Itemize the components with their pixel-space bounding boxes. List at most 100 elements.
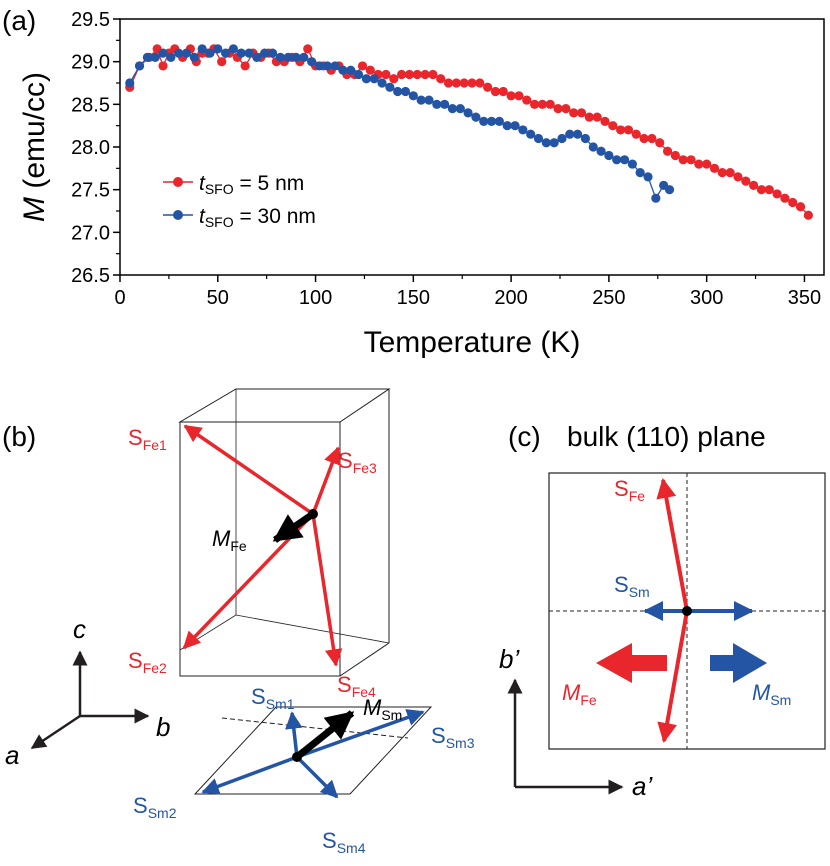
data-point-series-1: [573, 129, 583, 139]
data-point-series-1: [385, 82, 395, 92]
data-point-series-0: [694, 159, 704, 169]
legend-entry-5nm: tSFO = 5 nm: [163, 172, 304, 197]
s-sm1-label: SSm1: [251, 684, 295, 712]
data-point-series-0: [459, 78, 469, 88]
data-point-series-0: [608, 121, 618, 131]
data-point-series-1: [205, 48, 215, 58]
data-point-series-1: [479, 116, 489, 126]
data-point-series-0: [303, 44, 313, 54]
data-point-series-0: [702, 159, 712, 169]
b-axis-label: b: [156, 712, 170, 742]
data-point-series-0: [795, 202, 806, 212]
data-point-series-1: [440, 99, 450, 109]
data-point-series-0: [490, 86, 501, 97]
data-point-series-0: [616, 125, 626, 135]
data-point-series-1: [244, 48, 254, 58]
data-point-series-1: [330, 61, 340, 71]
data-point-series-0: [662, 146, 673, 156]
data-point-series-0: [803, 210, 813, 220]
s-fe1-label: SFe1: [128, 425, 167, 453]
data-point-series-1: [643, 172, 653, 182]
data-point-series-1: [283, 52, 293, 63]
data-point-series-0: [420, 69, 430, 80]
data-point-series-0: [592, 112, 602, 122]
data-point-series-0: [514, 91, 524, 101]
data-point-series-1: [549, 138, 559, 148]
s-sm4-arrow: [295, 755, 339, 799]
data-point-series-0: [451, 78, 461, 88]
panel-b-label: (b): [2, 421, 36, 452]
data-point-series-1: [213, 44, 223, 54]
data-point-series-1: [526, 129, 536, 139]
data-point-series-1: [338, 65, 348, 75]
data-point-series-1: [510, 121, 520, 131]
data-point-series-1: [322, 61, 332, 71]
data-point-series-1: [353, 69, 364, 80]
data-point-series-1: [619, 155, 630, 165]
data-point-series-0: [655, 138, 665, 148]
data-point-series-0: [522, 95, 532, 105]
data-point-series-1: [416, 95, 426, 105]
s-fe1-arrow: [183, 424, 314, 516]
data-point-series-0: [467, 78, 477, 88]
x-tick-label: 0: [114, 287, 125, 309]
panel-b: (b) SFe1 SFe2 SFe3 SFe4 MFe: [2, 388, 475, 856]
data-point-series-0: [483, 82, 493, 92]
data-point-series-0: [733, 172, 743, 182]
s-fe4-arrow: [311, 513, 343, 667]
sm-spin-arrows: [201, 709, 425, 799]
data-point-series-1: [612, 155, 622, 165]
data-point-series-0: [381, 69, 391, 80]
data-point-series-1: [424, 95, 434, 105]
x-tick-label: 50: [207, 287, 229, 309]
legend-entry-30nm: tSFO = 30 nm: [163, 205, 316, 230]
series-points: [125, 44, 813, 220]
data-point-series-0: [639, 133, 649, 144]
data-point-series-1: [596, 146, 606, 156]
m-sm-arrow: [294, 710, 355, 760]
data-point-series-1: [486, 116, 497, 126]
data-point-series-1: [635, 168, 645, 178]
data-point-series-1: [346, 65, 356, 75]
s-fe3-arrow: [311, 446, 341, 515]
m-sm-arrow: [710, 643, 767, 683]
data-point-series-1: [393, 86, 403, 97]
data-point-series-1: [166, 52, 176, 63]
data-point-series-1: [541, 138, 551, 148]
y-tick-label: 27.0: [71, 222, 110, 244]
data-point-series-0: [357, 61, 368, 71]
s-sm4-label: SSm4: [322, 828, 366, 856]
data-point-series-1: [369, 74, 379, 84]
y-axis-unit: (emu/cc): [18, 72, 51, 197]
legend-text: tSFO = 30 nm: [199, 205, 316, 230]
s-sm3-arrow: [296, 709, 425, 759]
y-tick-label: 29.5: [71, 9, 110, 31]
y-axis-label: M (emu/cc): [18, 72, 51, 222]
data-point-series-1: [627, 159, 637, 169]
data-point-series-0: [158, 61, 168, 71]
data-point-series-0: [545, 99, 555, 109]
s-fe4-label: SFe4: [337, 672, 376, 700]
data-point-series-0: [561, 104, 571, 114]
data-point-series-0: [631, 129, 641, 139]
data-point-series-0: [240, 61, 250, 71]
data-point-series-1: [267, 48, 278, 58]
data-point-series-0: [389, 74, 399, 84]
data-point-series-1: [189, 52, 199, 63]
data-point-series-1: [236, 48, 246, 58]
data-point-series-0: [647, 133, 657, 144]
data-point-series-0: [741, 176, 751, 186]
data-point-series-0: [709, 163, 720, 173]
data-point-series-0: [436, 74, 446, 84]
m-fe-arrow: [596, 643, 667, 683]
data-point-series-1: [377, 78, 387, 88]
plane-center-dot: [682, 606, 692, 616]
y-axis-symbol: M: [18, 197, 51, 222]
data-point-series-1: [565, 129, 575, 139]
data-point-series-0: [780, 193, 790, 203]
x-tick-label: 200: [494, 287, 527, 309]
